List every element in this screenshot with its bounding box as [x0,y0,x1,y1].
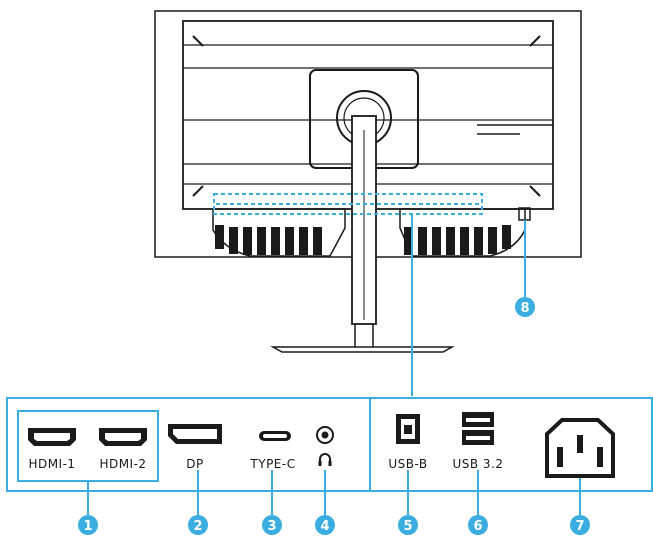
callout-badge-1: 1 [78,515,98,535]
usb-c-port-icon [259,431,291,441]
callout-number: 8 [520,301,529,316]
port-label-usb-b: USB-B [388,457,427,471]
usb-b-port-icon [396,414,420,444]
leader-lines [411,214,526,396]
stand-base [270,346,455,353]
monitor-rear-view [154,10,582,353]
callout-number: 7 [575,519,584,534]
headphone-jack [316,426,334,444]
headphone-icon [318,453,332,466]
callout-number: 4 [320,519,329,534]
grille-bars [215,225,511,255]
port-labels: HDMI-1 HDMI-2 DP TYPE-C USB-B USB 3.2 [28,457,503,471]
callout-number: 5 [403,519,412,534]
callout-badge-3: 3 [262,515,282,535]
callout-badge-7: 7 [570,515,590,535]
port-leader-lines [87,470,581,516]
port-label-usb-3-2: USB 3.2 [452,457,503,471]
callout-number: 1 [83,519,92,534]
callout-badge-8: 8 [515,297,535,317]
port-label-dp: DP [186,457,203,471]
hdmi-port-icon [28,428,76,446]
power-inlet-icon [545,418,615,478]
hdmi-port-icon [99,428,147,446]
callout-badge-4: 4 [315,515,335,535]
port-label-type-c: TYPE-C [249,457,295,471]
usb-a-port-icon [462,412,494,445]
callout-badge-6: 6 [468,515,488,535]
port-label-hdmi-2: HDMI-2 [99,457,146,471]
callout-badge-5: 5 [398,515,418,535]
port-label-hdmi-1: HDMI-1 [28,457,75,471]
port-area-highlight [213,193,483,215]
callout-badge-2: 2 [188,515,208,535]
displayport-icon [168,424,222,444]
callout-number: 3 [267,519,276,534]
callout-number: 2 [193,519,202,534]
callout-number: 6 [473,519,482,534]
